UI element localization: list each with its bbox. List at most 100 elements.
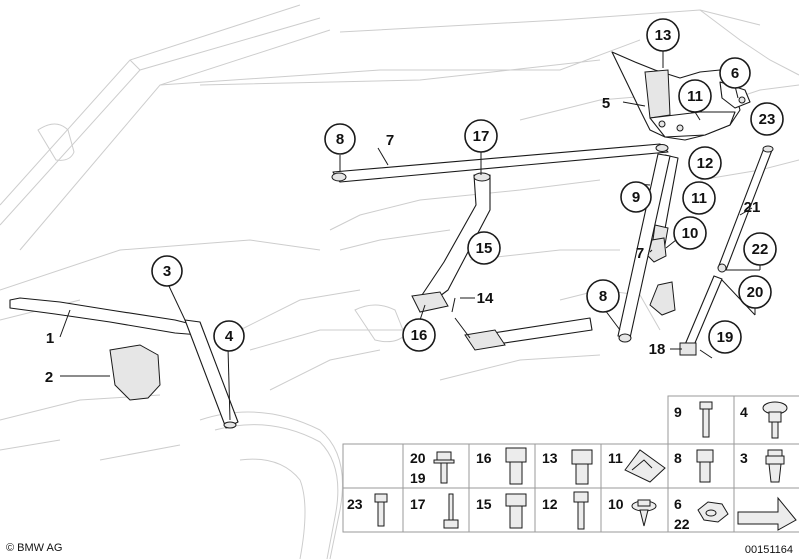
- strut-7-upper[interactable]: [331, 143, 669, 183]
- small-bolt-icon: [374, 493, 388, 527]
- long-stud-icon: [443, 493, 459, 529]
- callout-12[interactable]: 12: [688, 146, 722, 180]
- callout-2[interactable]: 2: [45, 369, 53, 386]
- table-label: 6: [674, 496, 682, 512]
- callout-label: 3: [163, 263, 171, 280]
- callout-label: 22: [752, 241, 769, 258]
- table-label: 16: [476, 450, 492, 466]
- table-label: 11: [608, 450, 623, 466]
- hex-bolt-icon: [696, 449, 714, 483]
- table-label: 9: [674, 404, 682, 420]
- fastener-table: 9 4 8 3 20 19 16 13 11 23 17 15 12 10 6 …: [342, 395, 799, 533]
- brand-label: © BMW AG: [6, 542, 62, 554]
- hex-bolt-icon: [571, 449, 593, 485]
- callout-label: 4: [225, 328, 234, 345]
- table-label: 8: [674, 450, 682, 466]
- callout-label: 19: [717, 329, 734, 346]
- flange-nut-icon: [697, 501, 729, 523]
- callout-19[interactable]: 19: [708, 320, 742, 354]
- callout-label: 12: [697, 155, 714, 172]
- callout-label: 18: [649, 341, 666, 358]
- callout-15[interactable]: 15: [467, 231, 501, 265]
- hex-bolt-icon: [505, 493, 527, 529]
- callout-label: 2: [45, 369, 53, 386]
- callout-label: 7: [636, 245, 644, 262]
- callout-23[interactable]: 23: [750, 102, 784, 136]
- diagram-number: 00151164: [745, 544, 793, 556]
- callout-11[interactable]: 11: [678, 79, 712, 113]
- arrow-icon: [737, 496, 797, 531]
- callout-label: 13: [655, 27, 672, 44]
- table-label: 12: [542, 496, 558, 512]
- callout-label: 1: [46, 330, 54, 347]
- callout-18[interactable]: 18: [649, 341, 666, 358]
- callout-7[interactable]: 7: [636, 245, 644, 262]
- table-label: 19: [410, 470, 426, 486]
- callout-3[interactable]: 3: [151, 255, 183, 287]
- collar-screw-icon: [762, 401, 788, 439]
- table-label: 17: [410, 496, 426, 512]
- callout-5[interactable]: 5: [602, 95, 610, 112]
- leader-lines: [59, 51, 761, 421]
- callout-label: 9: [632, 189, 640, 206]
- table-label: 20: [410, 450, 426, 466]
- callout-label: 5: [602, 95, 610, 112]
- brace-14[interactable]: [464, 317, 593, 351]
- callout-label: 11: [687, 88, 703, 105]
- strut-1[interactable]: [9, 297, 239, 429]
- callout-17[interactable]: 17: [464, 119, 498, 153]
- washer-screw-icon: [631, 499, 657, 527]
- brace-21[interactable]: [717, 145, 774, 273]
- strut-7-lower[interactable]: [617, 153, 671, 343]
- callout-label: 21: [744, 199, 761, 216]
- table-label: 3: [740, 450, 748, 466]
- bracket-5[interactable]: [611, 51, 751, 141]
- callout-label: 10: [682, 225, 699, 242]
- callout-10[interactable]: 10: [673, 216, 707, 250]
- bolt-icon: [699, 401, 713, 438]
- callout-4[interactable]: 4: [213, 320, 245, 352]
- callout-label: 11: [691, 190, 707, 207]
- callout-7[interactable]: 7: [386, 132, 394, 149]
- callout-9[interactable]: 9: [620, 181, 652, 213]
- callouts: 13 6 11 5 23 8 7 17 12 9 11 21 10 15 7 2…: [45, 18, 784, 386]
- bracket-10[interactable]: [647, 237, 667, 263]
- callout-16[interactable]: 16: [402, 318, 436, 352]
- mount-2[interactable]: [109, 344, 161, 401]
- table-label: 13: [542, 450, 558, 466]
- callout-label: 14: [477, 290, 494, 307]
- long-bolt-icon: [573, 491, 589, 530]
- callout-6[interactable]: 6: [719, 57, 751, 89]
- callout-label: 15: [476, 240, 493, 257]
- callout-20[interactable]: 20: [738, 275, 772, 309]
- table-label: 22: [674, 516, 690, 532]
- callout-label: 23: [759, 111, 776, 128]
- callout-13[interactable]: 13: [646, 18, 680, 52]
- callout-22[interactable]: 22: [743, 232, 777, 266]
- strut-15[interactable]: [411, 172, 491, 313]
- callout-1[interactable]: 1: [46, 330, 54, 347]
- callout-label: 8: [599, 288, 607, 305]
- spring-nut-icon: [624, 449, 666, 483]
- callout-label: 6: [731, 65, 739, 82]
- body-bracket: [649, 281, 676, 316]
- table-label: 23: [347, 496, 363, 512]
- hex-bolt-icon: [505, 447, 527, 485]
- table-label: 4: [740, 404, 748, 420]
- callout-label: 16: [411, 327, 428, 344]
- brace-19[interactable]: [679, 275, 723, 356]
- callout-label: 20: [747, 284, 764, 301]
- table-label: 15: [476, 496, 492, 512]
- callout-8[interactable]: 8: [586, 279, 620, 313]
- car-body-outline: [0, 4, 799, 559]
- callout-label: 17: [473, 128, 490, 145]
- callout-21[interactable]: 21: [744, 199, 761, 216]
- callout-11[interactable]: 11: [682, 181, 716, 215]
- callout-label: 8: [336, 131, 344, 148]
- expanding-rivet-icon: [765, 449, 785, 483]
- callout-8[interactable]: 8: [324, 123, 356, 155]
- callout-label: 7: [386, 132, 394, 149]
- flange-bolt-icon: [433, 451, 455, 484]
- callout-14[interactable]: 14: [477, 290, 494, 307]
